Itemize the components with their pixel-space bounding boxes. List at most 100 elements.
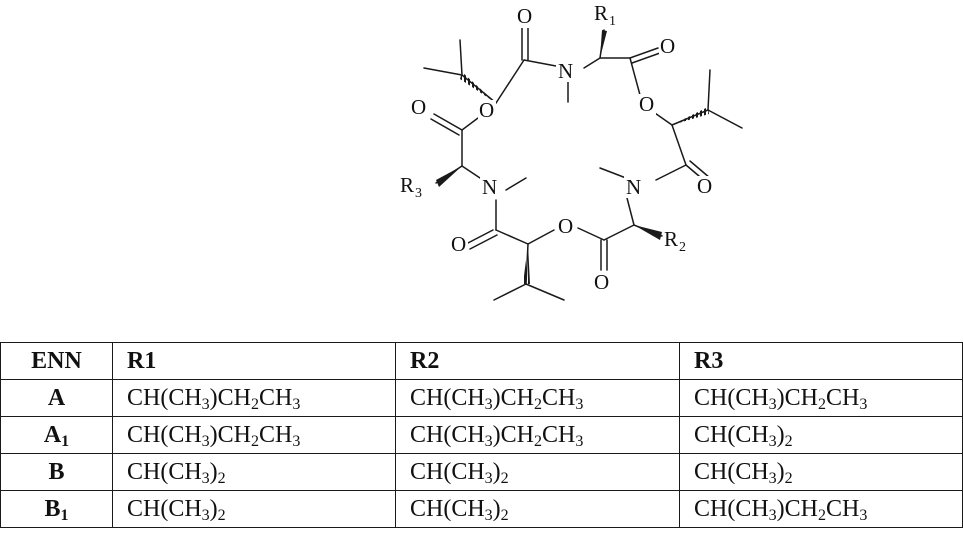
- formula-text: )CH: [776, 385, 819, 411]
- header-r3: R3: [679, 342, 963, 380]
- svg-text:N: N: [558, 59, 573, 83]
- formula-text: CH: [542, 422, 576, 448]
- enn-label: B: [48, 459, 65, 485]
- formula-text: CH(CH: [410, 459, 485, 485]
- formula-subscript: 2: [818, 396, 827, 413]
- r1-label: R 1: [594, 1, 616, 29]
- stereo-wedges: [436, 30, 709, 284]
- formula-subscript: 2: [534, 433, 543, 450]
- formula-text: CH: [259, 385, 293, 411]
- formula-text: CH(CH: [127, 385, 202, 411]
- enn-cell: B1: [0, 490, 113, 528]
- formula-text: CH: [542, 385, 576, 411]
- amide-nitrogen-top: N: [556, 58, 580, 83]
- amide-nitrogen-right: N: [624, 174, 648, 199]
- enn-cell: B: [0, 453, 113, 491]
- r2-cell: CH(CH3)CH2CH3: [395, 416, 680, 454]
- r1-cell: CH(CH3)2: [112, 453, 396, 491]
- r2-label: R 2: [664, 227, 686, 255]
- r1-cell: CH(CH3)CH2CH3: [112, 379, 396, 417]
- formula-text: ): [776, 459, 785, 485]
- header-r2: R2: [395, 342, 680, 380]
- formula-subscript: 2: [500, 470, 509, 487]
- svg-text:O: O: [594, 270, 609, 294]
- enn-subscript: 1: [60, 507, 69, 524]
- formula-text: CH: [826, 496, 860, 522]
- formula-subscript: 3: [484, 470, 493, 487]
- r1-cell: CH(CH3)CH2CH3: [112, 416, 396, 454]
- formula-text: CH: [259, 422, 293, 448]
- formula-subscript: 3: [768, 507, 777, 524]
- carbonyl-oxygen-bottom: O: [593, 270, 611, 294]
- formula-subscript: 3: [484, 396, 493, 413]
- formula-text: )CH: [492, 385, 535, 411]
- formula-subscript: 3: [768, 470, 777, 487]
- carbonyl-oxygen-top-left: O: [516, 4, 534, 28]
- formula-text: CH(CH: [127, 496, 202, 522]
- svg-text:R: R: [400, 173, 414, 197]
- formula-text: ): [209, 459, 218, 485]
- formula-subscript: 2: [500, 507, 509, 524]
- formula-subscript: 3: [484, 433, 493, 450]
- svg-text:1: 1: [609, 14, 616, 29]
- formula-text: CH: [826, 385, 860, 411]
- formula-text: )CH: [492, 422, 535, 448]
- formula-subscript: 3: [201, 507, 210, 524]
- ester-oxygen-right: O: [638, 92, 656, 116]
- svg-text:O: O: [558, 214, 573, 238]
- svg-text:O: O: [697, 174, 712, 198]
- svg-text:O: O: [517, 4, 532, 28]
- formula-text: ): [492, 496, 501, 522]
- formula-text: CH(CH: [410, 496, 485, 522]
- formula-subscript: 3: [292, 396, 301, 413]
- formula-text: CH(CH: [410, 385, 485, 411]
- substituent-bonds: [423, 27, 743, 301]
- svg-text:O: O: [411, 95, 426, 119]
- enn-cell: A: [0, 379, 113, 417]
- r1-cell: CH(CH3)2: [112, 490, 396, 528]
- formula-subscript: 3: [859, 396, 868, 413]
- enn-label: A: [43, 422, 62, 448]
- svg-text:3: 3: [415, 186, 422, 201]
- formula-subscript: 3: [201, 396, 210, 413]
- formula-subscript: 3: [768, 396, 777, 413]
- ester-oxygen-left: O: [478, 98, 496, 122]
- amide-nitrogen-left: N: [480, 174, 504, 199]
- formula-subscript: 2: [534, 396, 543, 413]
- formula-text: ): [209, 496, 218, 522]
- formula-subscript: 2: [217, 470, 226, 487]
- formula-subscript: 3: [859, 507, 868, 524]
- r2-cell: CH(CH3)CH2CH3: [395, 379, 680, 417]
- r2-cell: CH(CH3)2: [395, 453, 680, 491]
- formula-subscript: 3: [201, 433, 210, 450]
- atom-labels: O N R 1 O O O O O: [400, 1, 714, 294]
- formula-text: )CH: [209, 422, 252, 448]
- r3-cell: CH(CH3)CH2CH3: [679, 379, 963, 417]
- formula-subscript: 2: [784, 433, 793, 450]
- formula-subscript: 2: [251, 433, 260, 450]
- formula-subscript: 3: [201, 470, 210, 487]
- enn-subscript: 1: [61, 433, 70, 450]
- formula-text: CH(CH: [410, 422, 485, 448]
- formula-text: CH(CH: [694, 422, 769, 448]
- formula-subscript: 3: [575, 396, 584, 413]
- formula-text: )CH: [209, 385, 252, 411]
- formula-subscript: 3: [768, 433, 777, 450]
- r2-cell: CH(CH3)2: [395, 490, 680, 528]
- svg-text:O: O: [451, 232, 466, 256]
- formula-text: CH(CH: [694, 459, 769, 485]
- ester-oxygen-bottom: O: [557, 214, 575, 238]
- carbonyl-oxygen-top-right: O: [659, 34, 677, 58]
- formula-text: )CH: [776, 496, 819, 522]
- formula-subscript: 3: [292, 433, 301, 450]
- header-enn: ENN: [0, 342, 113, 380]
- enn-cell: A1: [0, 416, 113, 454]
- r3-cell: CH(CH3)2: [679, 453, 963, 491]
- formula-text: ): [776, 422, 785, 448]
- carbonyl-oxygen-left: O: [410, 95, 428, 119]
